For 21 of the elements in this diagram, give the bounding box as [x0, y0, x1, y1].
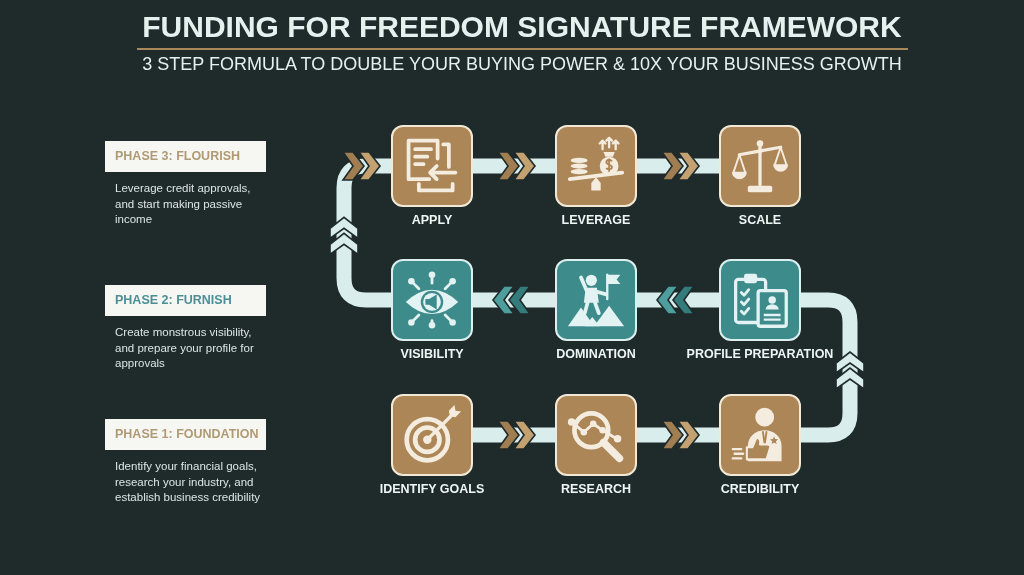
subtitle: 3 STEP FORMULA TO DOUBLE YOUR BUYING POWER & 10X YOUR BUSINESS GROWTH — [141, 53, 903, 76]
phase-banner — [105, 141, 266, 172]
phase-description: Create monstrous visibility, and prepare your profile for approvals — [115, 325, 255, 371]
phase-description: Identify your financial goals, research your industry, and establish business credibility — [115, 459, 262, 505]
step-label: IDENTIFY GOALS — [379, 482, 485, 497]
phase-heading: PHASE 3: FLOURISH — [115, 149, 241, 164]
step-label: SCALE — [738, 213, 782, 228]
step-label: APPLY — [411, 213, 453, 228]
phase-heading: PHASE 1: FOUNDATION — [115, 427, 260, 442]
step-label: CREDIBILITY — [720, 482, 800, 497]
step-label: DOMINATION — [556, 347, 636, 362]
phase-description: Leverage credit approvals, and start making passive income — [115, 181, 252, 227]
flow-arrow — [329, 151, 391, 308]
step-label: RESEARCH — [560, 482, 632, 497]
step-label: LEVERAGE — [561, 213, 631, 228]
phase-banner — [105, 285, 266, 316]
phase-banner — [105, 419, 266, 450]
step-label: VISIBILITY — [400, 347, 464, 362]
step-label: PROFILE PREPARATION — [686, 347, 834, 362]
phase-heading: PHASE 2: FURNISH — [115, 293, 233, 308]
title: FUNDING FOR FREEDOM SIGNATURE FRAMEWORK — [141, 9, 903, 45]
